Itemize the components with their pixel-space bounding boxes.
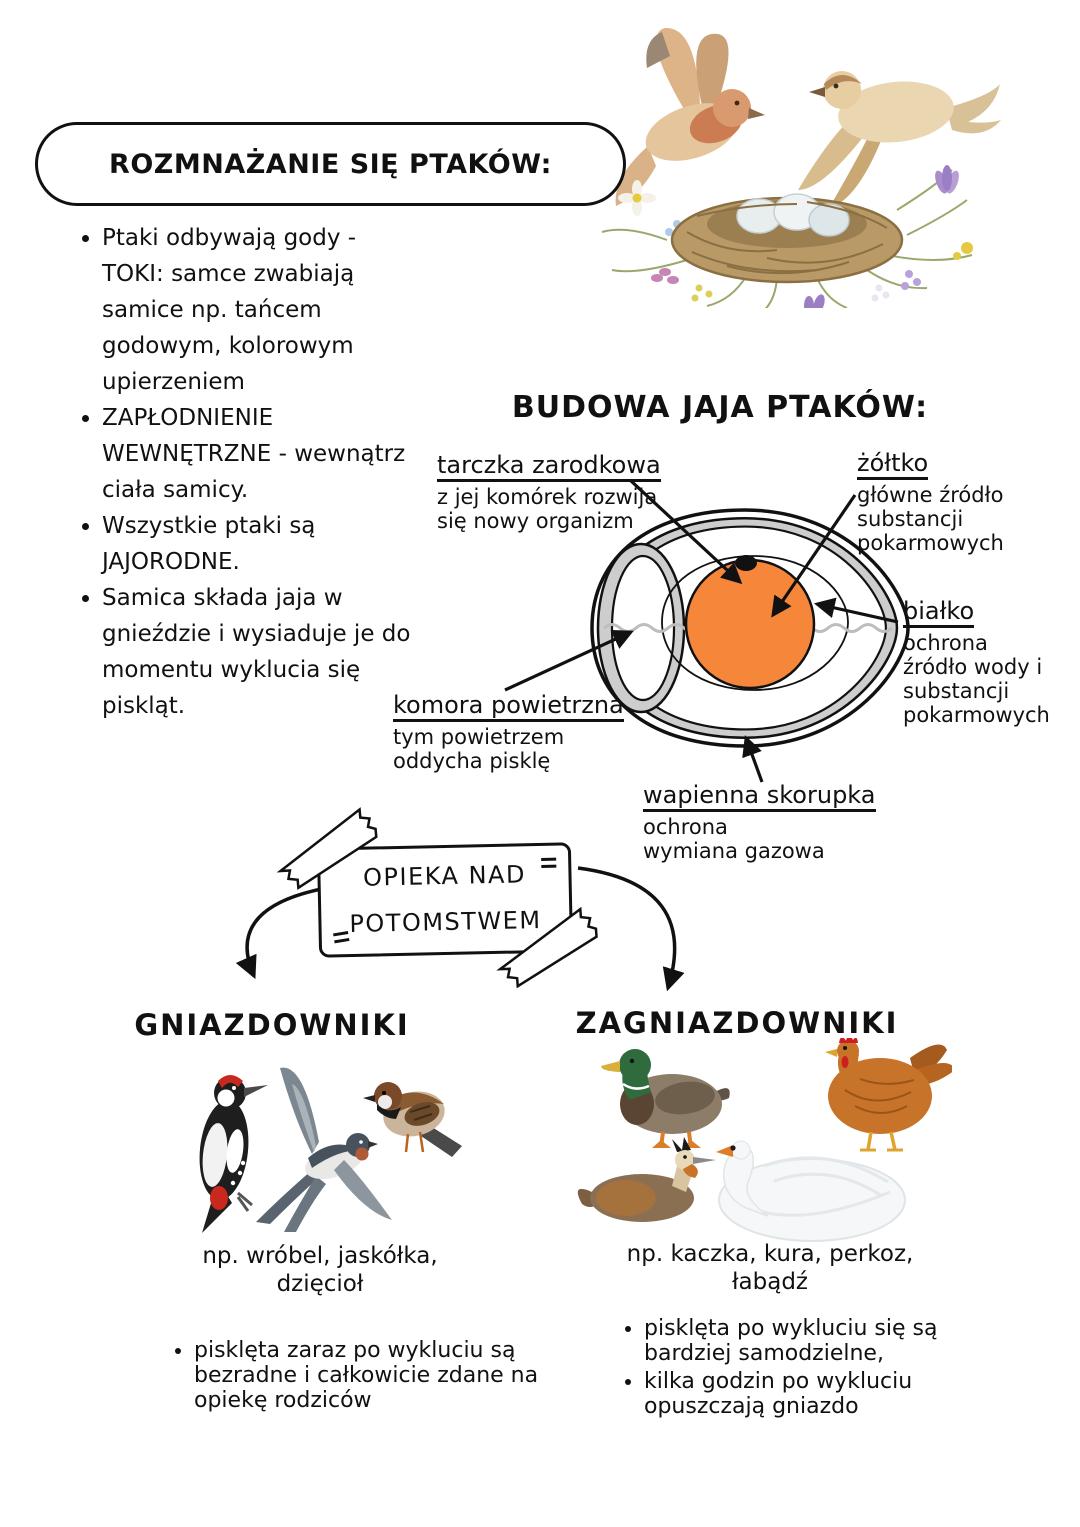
zagniazdowniki-bullet: kilka godzin po wykluciu opuszczają gnia… (644, 1369, 994, 1419)
gniazdowniki-examples: np. wróbel, jaskółka, dzięcioł (202, 1243, 438, 1297)
gniazdowniki-bullet-list: pisklęta zaraz po wykluciu są bezradne i… (168, 1338, 564, 1416)
label-tarczka-zarodkowa: tarczka zarodkowa z jej komórek rozwija … (437, 452, 661, 534)
label-term: żółtko (857, 450, 929, 481)
intro-bullet: Ptaki odbywają gody - TOKI: samce zwabia… (102, 220, 442, 400)
label-zoltko: żółtko główne źródło substancji pokarmow… (857, 450, 1004, 556)
care-note-text: OPIEKA NAD POTOMSTWEM (349, 860, 542, 939)
swallow-icon (256, 1067, 392, 1232)
label-desc: główne źródło substancji pokarmowych (857, 483, 1004, 555)
label-term: komora powietrzna (393, 692, 624, 723)
air-chamber-shape (596, 542, 686, 714)
arrow-skorupka-icon (742, 735, 764, 783)
yolk-shape (684, 558, 816, 690)
label-desc: z jej komórek rozwija się nowy organizm (437, 485, 658, 534)
arrow-tarczka-icon (628, 478, 743, 585)
zagniazdowniki-birds-illustration (577, 1038, 952, 1242)
label-term: białko (903, 598, 975, 629)
grebe-icon (577, 1137, 716, 1222)
branch-arrows (235, 866, 685, 992)
diagram-arrows (504, 478, 899, 783)
intro-bullet: Wszystkie ptaki są JAJORODNE. (102, 508, 442, 580)
intro-bullet: ZAPŁODNIENIE WEWNĘTRZNE - wewnątrz ciała… (102, 400, 442, 508)
dash-mark-icon (541, 854, 557, 872)
flying-bird-left-icon (615, 27, 765, 206)
zagniazdowniki-bullet: pisklęta po wykluciu się są bardziej sam… (644, 1316, 994, 1366)
duck-icon (601, 1049, 730, 1149)
flying-bird-right-icon (798, 71, 1001, 208)
label-bialko: białko ochrona źródło wody i substancji … (903, 598, 1050, 727)
arrow-to-zagniazdowniki-icon (577, 866, 685, 992)
birds-and-nest-illustration (601, 27, 1001, 308)
intro-bullet: Samica składa jaja w gnieździe i wysiadu… (102, 580, 442, 724)
label-desc: ochrona wymiana gazowa (643, 815, 825, 864)
arrow-zoltko-icon (771, 494, 857, 618)
intro-bullet-list: Ptaki odbywają gody - TOKI: samce zwabia… (72, 220, 442, 724)
care-note-box: OPIEKA NAD POTOMSTWEM (316, 842, 574, 958)
flower-crocus-icon (935, 165, 959, 194)
dash-mark-icon (332, 927, 350, 947)
nest-with-eggs-icon (601, 165, 973, 308)
swan-icon (716, 1140, 906, 1242)
label-term: tarczka zarodkowa (437, 452, 661, 483)
albumen-outline (661, 555, 849, 691)
arrow-bialko-icon (813, 597, 899, 624)
label-term: wapienna skorupka (643, 782, 876, 813)
label-desc: tym powietrzem oddycha pisklę (393, 725, 565, 774)
hen-icon (825, 1038, 952, 1152)
heading-zagniazdowniki: ZAGNIAZDOWNIKI (575, 1006, 899, 1040)
label-wapienna-skorupka: wapienna skorupka ochrona wymiana gazowa (643, 782, 876, 864)
woodpecker-icon (199, 1075, 268, 1233)
embryonic-disc-dot (735, 555, 757, 571)
label-komora-powietrzna: komora powietrzna tym powietrzem oddycha… (393, 692, 624, 774)
heading-gniazdowniki: GNIAZDOWNIKI (134, 1008, 410, 1042)
egg-section-heading: BUDOWA JAJA PTAKÓW: (511, 390, 929, 425)
gniazdowniki-bullet: pisklęta zaraz po wykluciu są bezradne i… (194, 1338, 564, 1413)
flower-daisy-icon (618, 180, 656, 216)
page-title: ROZMNAŻANIE SIĘ PTAKÓW: (35, 122, 626, 206)
arrow-komora-icon (504, 629, 634, 692)
arrow-to-gniazdowniki-icon (235, 884, 339, 980)
zagniazdowniki-examples: np. kaczka, kura, perkoz, łabądź (626, 1241, 914, 1295)
sparrow-icon (363, 1082, 462, 1157)
zagniazdowniki-bullet-list: pisklęta po wykluciu się są bardziej sam… (618, 1316, 994, 1422)
label-desc: ochrona źródło wody i substancji pokarmo… (903, 631, 1050, 727)
gniazdowniki-birds-illustration (199, 1067, 462, 1233)
